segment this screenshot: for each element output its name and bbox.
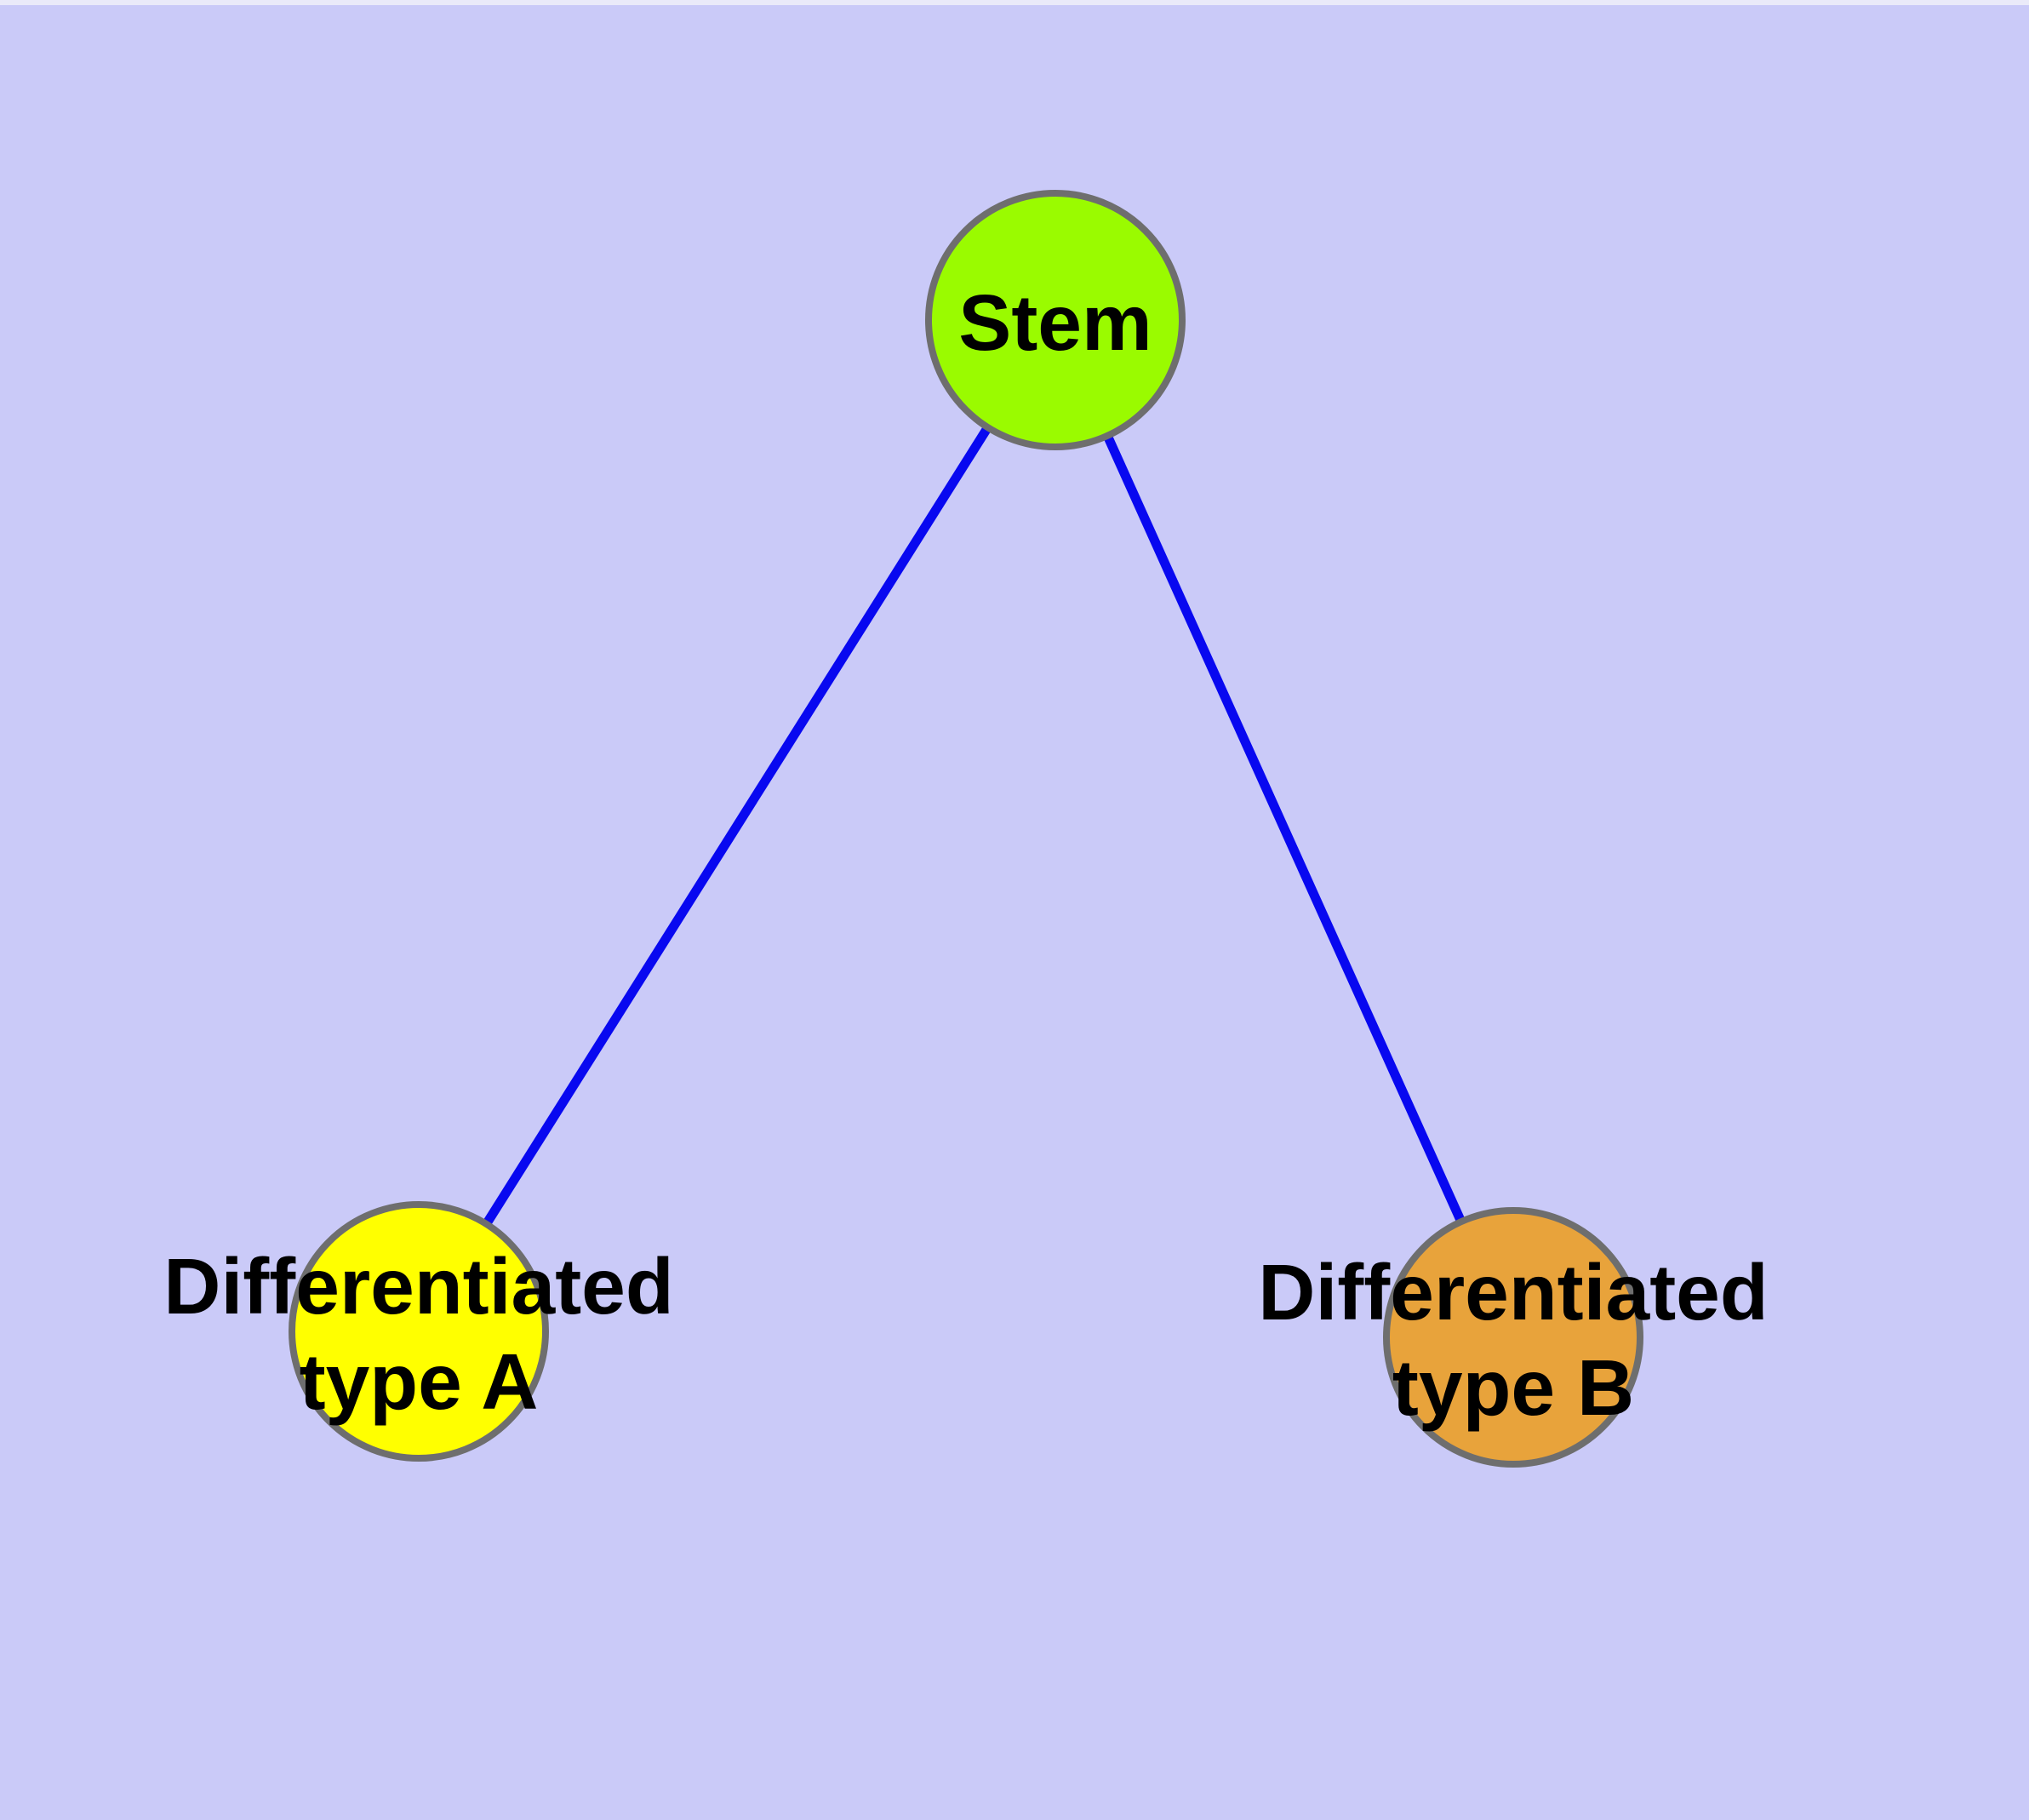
top-edge-strip	[0, 0, 2029, 5]
nodes-layer	[289, 190, 1643, 1468]
node-type-b	[1383, 1207, 1643, 1468]
node-type-a	[289, 1201, 549, 1462]
node-stem	[925, 190, 1186, 450]
edge-stem-to-type-a	[414, 318, 1060, 1334]
edges-layer	[414, 318, 1518, 1340]
edge-stem-to-type-b	[1050, 318, 1518, 1340]
